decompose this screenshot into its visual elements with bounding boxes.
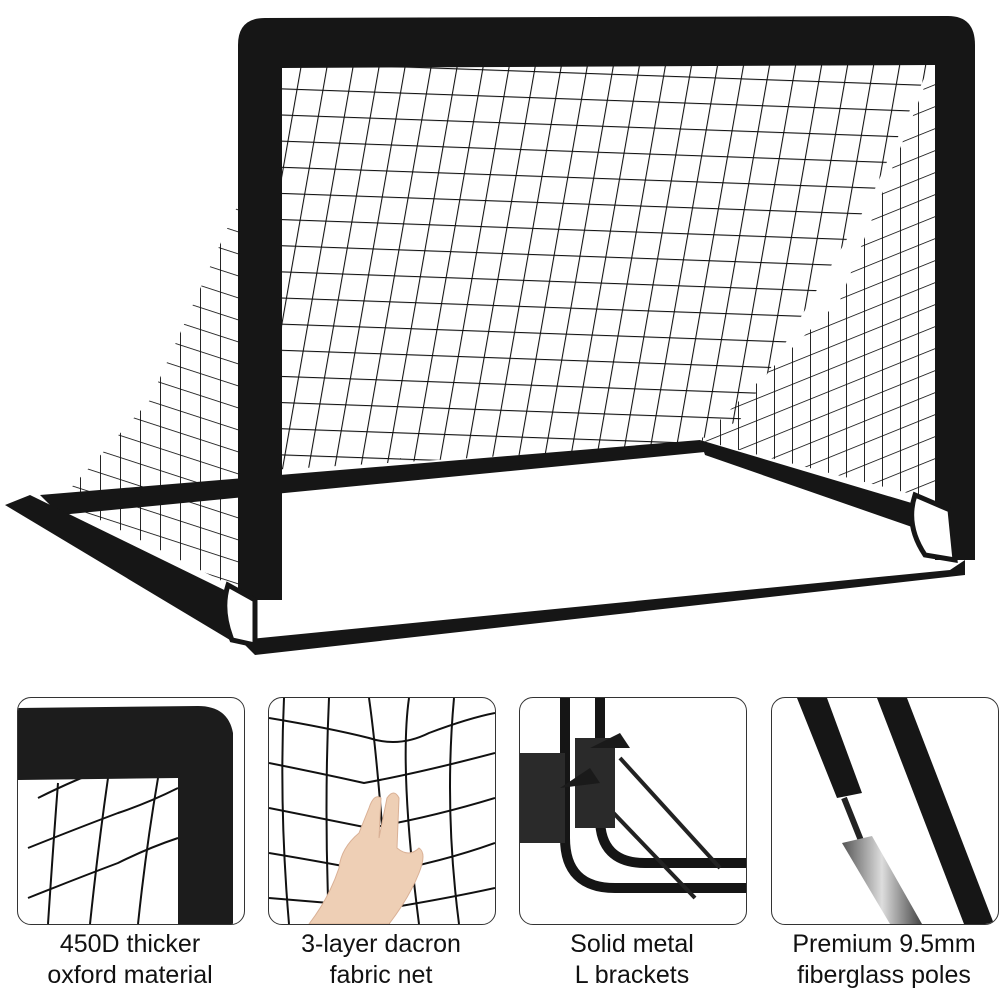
caption-brackets: Solid metal L brackets bbox=[570, 930, 694, 989]
caption-poles: Premium 9.5mm fiberglass poles bbox=[792, 930, 976, 989]
fiberglass-pole-icon bbox=[797, 698, 994, 924]
feature-panel-poles bbox=[771, 697, 999, 925]
caption-net: 3-layer dacron fabric net bbox=[301, 930, 461, 989]
back-net bbox=[270, 65, 930, 470]
feature-panel-net bbox=[268, 697, 496, 925]
metal-bracket-icon bbox=[520, 698, 746, 900]
feature-panel-brackets bbox=[519, 697, 747, 925]
caption-oxford: 450D thicker oxford material bbox=[47, 930, 213, 989]
fabric-corner-icon bbox=[18, 706, 233, 924]
soccer-goal-image bbox=[5, 16, 975, 655]
right-side-net bbox=[700, 60, 935, 500]
net-hand-icon bbox=[269, 698, 495, 924]
feature-panel-oxford bbox=[17, 697, 245, 925]
